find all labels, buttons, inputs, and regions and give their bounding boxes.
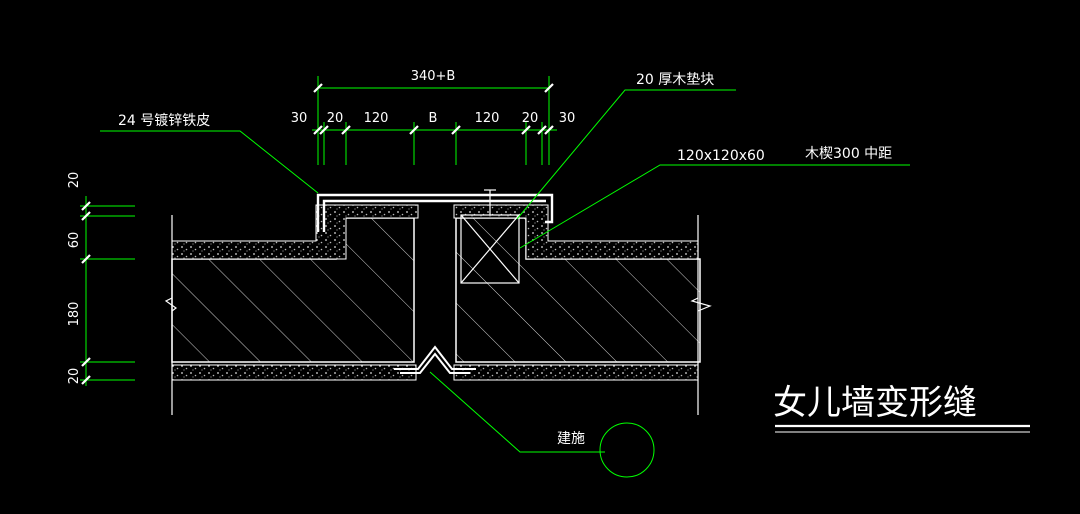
dim-seg-5: 120 bbox=[475, 111, 500, 126]
wall-outer-lines bbox=[171, 215, 699, 415]
leader-lines bbox=[100, 89, 910, 478]
upper-mortar-layer bbox=[171, 204, 699, 260]
wood-block bbox=[460, 189, 520, 284]
title-underline bbox=[775, 424, 1030, 433]
dim-seg-2: 20 bbox=[327, 111, 344, 126]
dim-seg-3: 120 bbox=[364, 111, 389, 126]
dim-overall: 340+B bbox=[411, 69, 456, 84]
dim-seg-4: B bbox=[429, 111, 438, 126]
dim-left-3: 180 bbox=[67, 302, 82, 327]
dim-left-4: 20 bbox=[67, 368, 82, 385]
top-dimension-ticks bbox=[313, 83, 554, 135]
right-wall-body bbox=[455, 217, 701, 363]
dim-seg-1: 30 bbox=[291, 111, 308, 126]
note-galvanized-sheet: 24 号镀锌铁皮 bbox=[118, 112, 210, 129]
dim-seg-7: 30 bbox=[559, 111, 576, 126]
note-wood-block-size: 120x120x60 bbox=[677, 148, 765, 164]
dim-left-2: 60 bbox=[67, 232, 82, 249]
bottom-v-flashing bbox=[394, 345, 476, 374]
note-building-construction: 建施 bbox=[557, 431, 585, 447]
note-wood-pad: 20 厚木垫块 bbox=[636, 72, 714, 88]
drawing-title: 女儿墙变形缝 bbox=[773, 383, 977, 423]
dim-left-1: 20 bbox=[67, 172, 82, 189]
galvanized-iron-sheet bbox=[316, 193, 554, 232]
lower-mortar-layer bbox=[171, 364, 699, 381]
dim-seg-6: 20 bbox=[522, 111, 539, 126]
left-wall-body bbox=[171, 217, 415, 363]
left-dimension-ticks bbox=[81, 201, 91, 385]
break-lines bbox=[164, 297, 712, 312]
note-wood-block-spacing: 木楔300 中距 bbox=[805, 146, 892, 162]
left-dimension-lines bbox=[80, 196, 135, 386]
